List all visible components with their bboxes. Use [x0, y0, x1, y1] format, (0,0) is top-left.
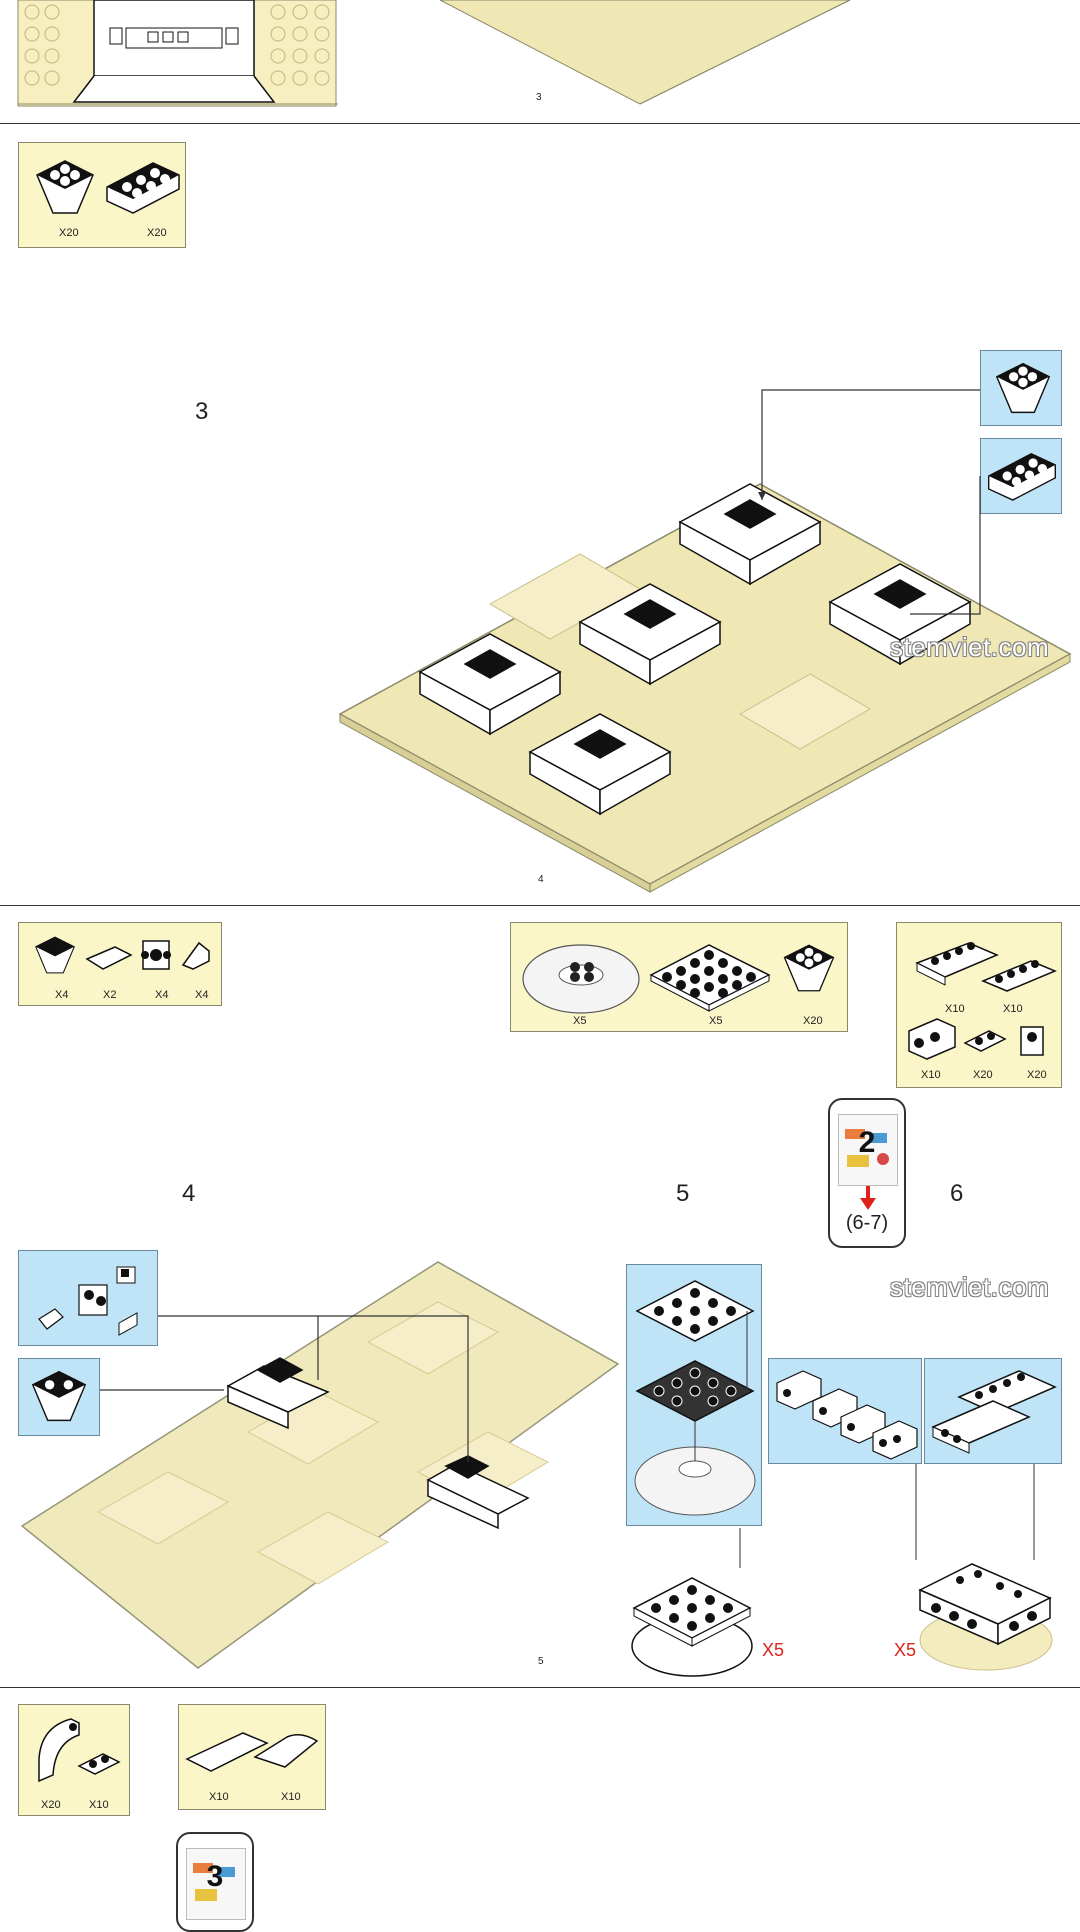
part-qty: X20 [973, 1069, 993, 1081]
parts-list: X20 X10 [18, 1704, 130, 1816]
brick-1x4-side-studs-icon [915, 942, 999, 986]
part-qty: X10 [209, 1791, 229, 1803]
assembly-illustration [338, 389, 1072, 893]
bag-icon [838, 1114, 898, 1186]
bag-step-range: (6-7) [845, 1212, 889, 1234]
instruction-page-4: X20 X20 3 [0, 124, 1080, 906]
part-qty: X20 [41, 1799, 61, 1811]
part-qty: X10 [281, 1791, 301, 1803]
brick-1x2-side-studs-icon [908, 1018, 956, 1060]
plate-1x2-icon [77, 1753, 121, 1775]
round-plate-clear-icon [522, 944, 640, 1014]
instruction-page-5: X4 X2 X4 X4 [0, 906, 1080, 1688]
part-qty: X10 [921, 1069, 941, 1081]
bag-number: 2 [858, 1126, 876, 1159]
curved-tile-2x2-icon [253, 1734, 319, 1768]
step-number: 4 [182, 1180, 196, 1207]
watermark: stemviet.com [890, 632, 1050, 662]
part-qty: X10 [89, 1799, 109, 1811]
part-qty: X4 [155, 989, 169, 1001]
bracket-1x1-icon [1020, 1026, 1044, 1056]
plate-brick-stack-icon [931, 1370, 1057, 1454]
parts-list: X10 X10 [178, 1704, 326, 1810]
step-6-result-illustration [915, 1464, 1053, 1671]
part-qty: X5 [709, 1015, 723, 1027]
inverted-slope-2x3-icon [106, 162, 180, 214]
inverted-slope-2x2-icon [35, 936, 75, 974]
multiplier: X5 [894, 1640, 917, 1660]
part-qty: X20 [147, 227, 167, 239]
inverted-slope-2x3-icon [988, 453, 1056, 501]
watermark: stemviet.com [890, 1272, 1050, 1302]
parts-list-step-6: X10 X10 X10 X20 X20 [896, 922, 1062, 1088]
inverted-slope-2x2-icon [36, 160, 94, 214]
inverted-slope-2x2-icon [995, 362, 1051, 414]
wall-section-illustration [17, 0, 338, 107]
part-qty: X10 [1003, 1003, 1023, 1015]
part-qty: X20 [59, 227, 79, 239]
bracket-assembly-icon [38, 1266, 138, 1336]
page-number: 4 [538, 874, 544, 885]
plate-4x4-icon [649, 944, 771, 1012]
step-4-assembly-illustration [20, 1261, 620, 1669]
callout-part [18, 1358, 100, 1436]
bag-icon [186, 1848, 246, 1920]
step-number: 3 [195, 398, 209, 425]
step-5-result-illustration [631, 1528, 753, 1677]
part-qty: X4 [55, 989, 69, 1001]
parts-list-step-4: X4 X2 X4 X4 [18, 922, 222, 1006]
curved-slope-icon [38, 1718, 80, 1783]
bag-indicator: 3 [176, 1832, 254, 1932]
part-qty: X4 [195, 989, 209, 1001]
arrow-down-icon [860, 1186, 876, 1210]
page-number: 5 [538, 1656, 544, 1667]
part-qty: X2 [103, 989, 117, 1001]
parts-list-step-5: X5 X5 X20 [510, 922, 848, 1032]
pyramid-assembly [418, 483, 972, 816]
part-qty: X20 [803, 1015, 823, 1027]
page-number: 3 [536, 92, 542, 103]
part-qty: X10 [945, 1003, 965, 1015]
brick-chain-icon [776, 1370, 918, 1460]
callout-subassembly [924, 1358, 1062, 1464]
slope-1x1-icon [181, 941, 210, 970]
part-qty: X20 [1027, 1069, 1047, 1081]
plate-1x2-icon [963, 1030, 1007, 1052]
callout-part [980, 350, 1062, 426]
baseplate-illustration [439, 0, 851, 105]
bag-number: 3 [206, 1860, 224, 1893]
brick-side-studs-icon [141, 940, 171, 970]
parts-list: X20 X20 [18, 142, 186, 248]
multiplier: X5 [762, 1640, 785, 1660]
tile-1x2-icon [85, 946, 133, 970]
plate-stack-icon [634, 1280, 756, 1516]
step-number: 6 [950, 1180, 964, 1207]
inverted-slope-2x2-icon [783, 944, 835, 992]
callout-subassembly [626, 1264, 762, 1526]
plate-1x4-icon [981, 960, 1057, 992]
callout-subassembly [18, 1250, 158, 1346]
callout-subassembly [768, 1358, 922, 1464]
bag-indicator: 2 (6-7) [828, 1098, 906, 1248]
tile-1x4-icon [185, 1732, 269, 1772]
part-qty: X5 [573, 1015, 587, 1027]
step-number: 5 [676, 1180, 690, 1207]
instruction-page-3: 3 [0, 0, 1080, 124]
instruction-page-6: X20 X10 X10 X10 3 [0, 1688, 1080, 1932]
inverted-slope-2x2-icon [31, 1370, 87, 1422]
